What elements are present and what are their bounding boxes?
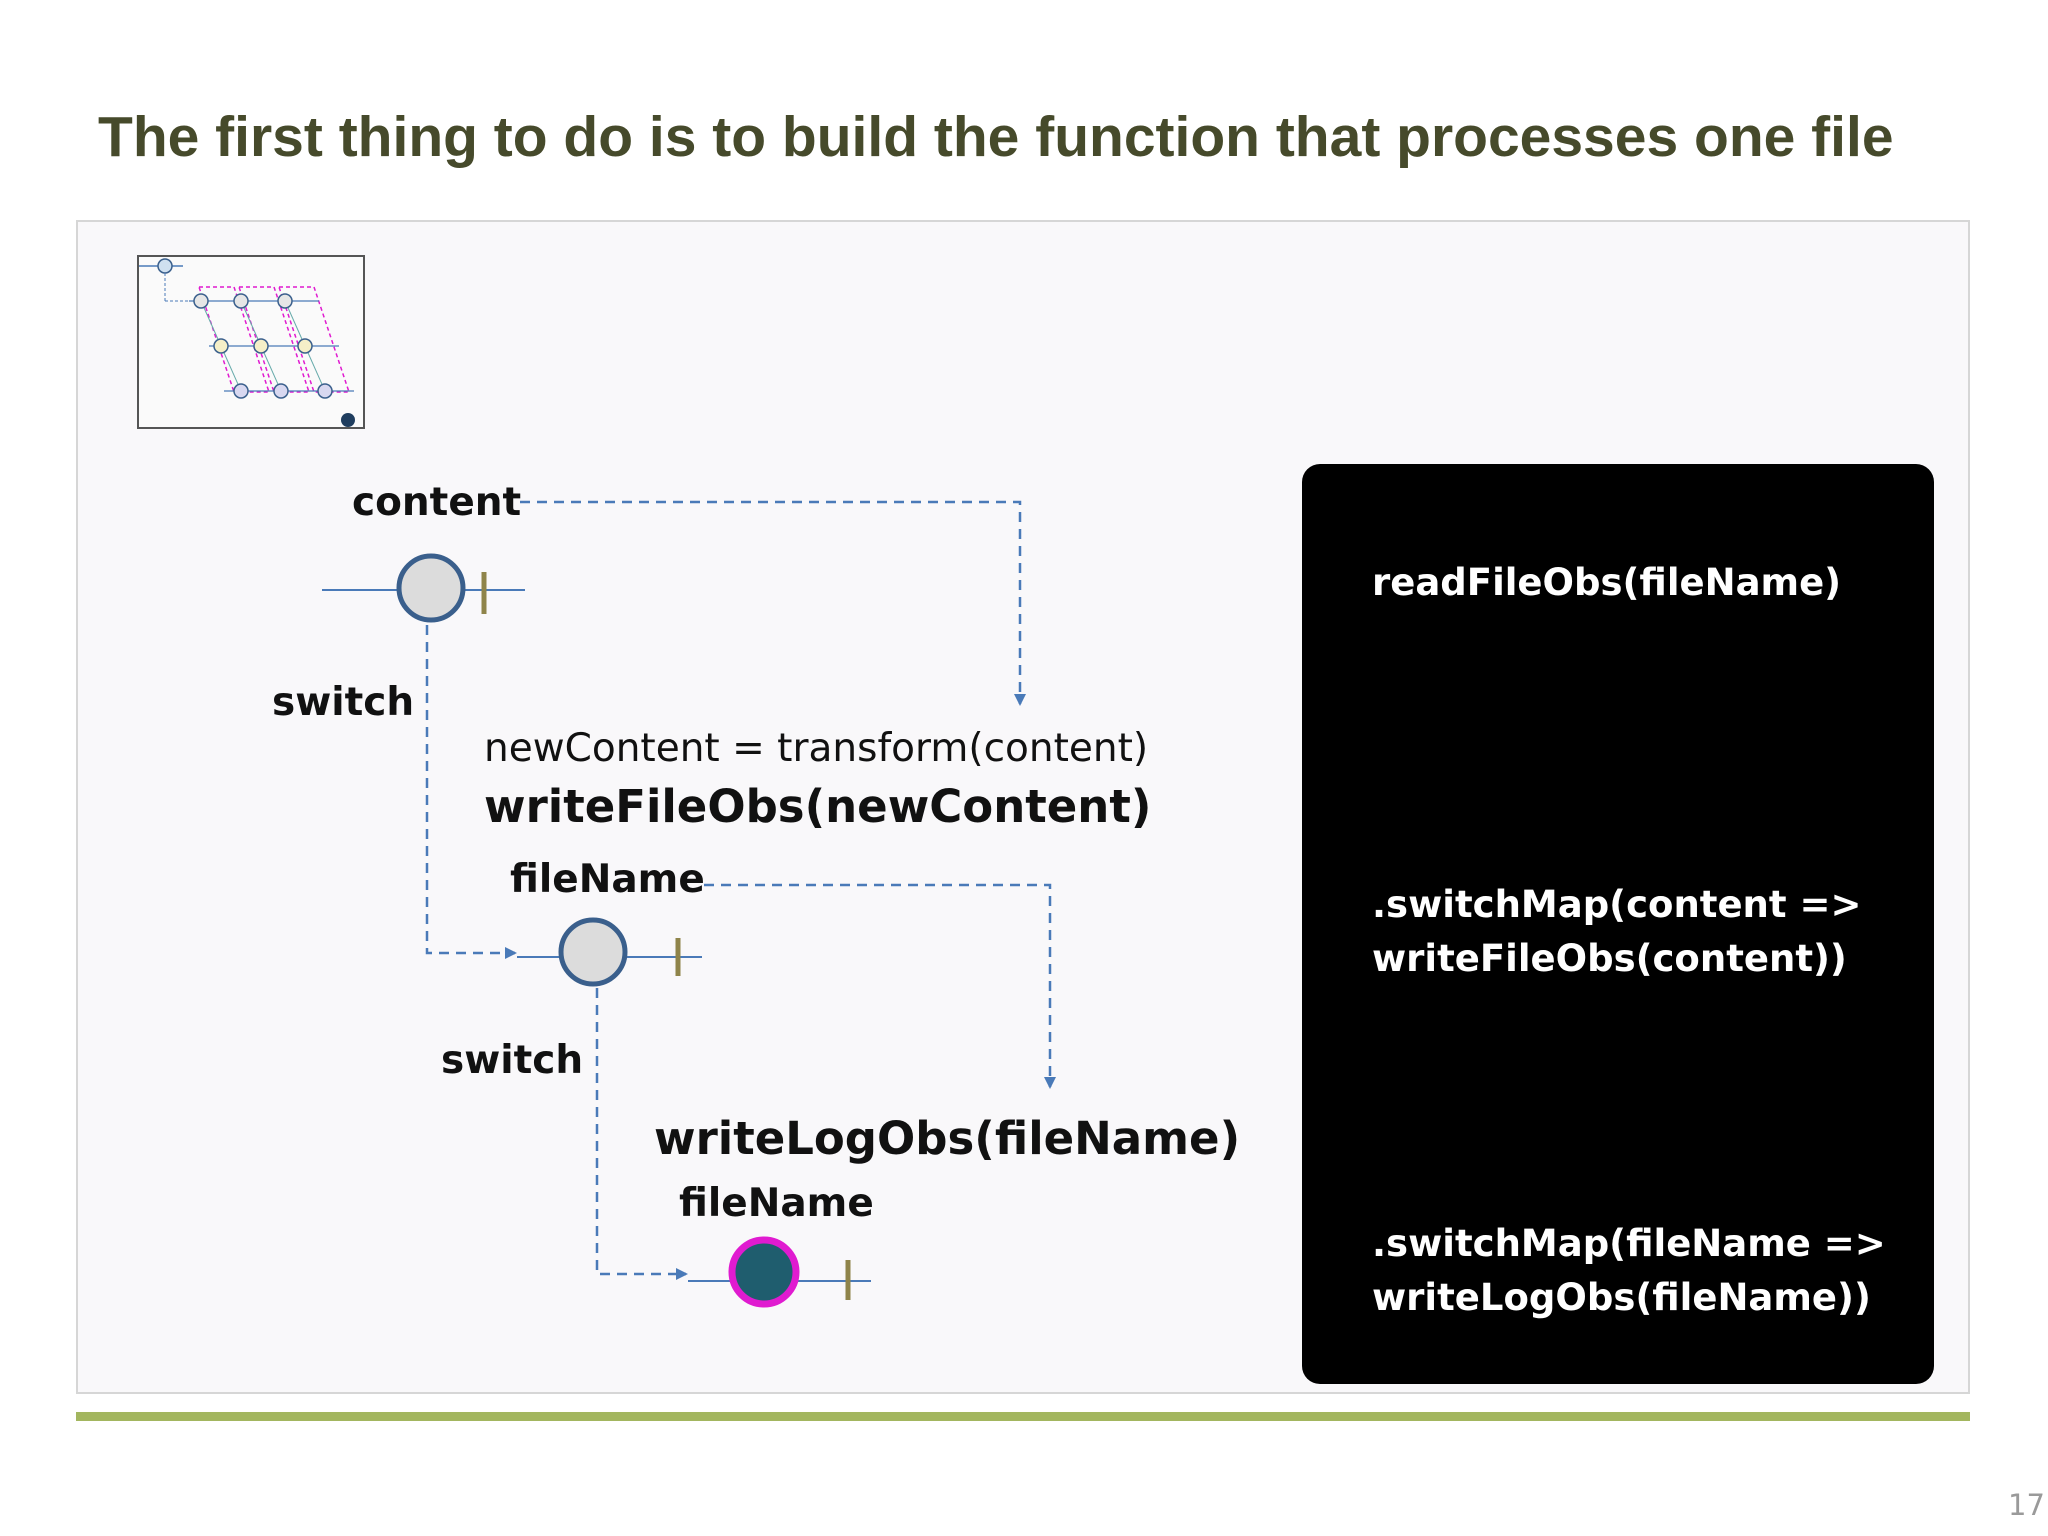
code-line-write-log: writeLogObs(fileName)) xyxy=(1372,1276,1871,1319)
filename-label: fileName xyxy=(510,857,705,902)
final-filename-label: fileName xyxy=(679,1181,874,1226)
content-label: content xyxy=(352,480,522,525)
code-line-read: readFileObs(fileName) xyxy=(1372,561,1842,604)
switch-1-label: switch xyxy=(272,680,415,725)
filename-to-writelog-arrow xyxy=(704,883,1056,1089)
code-line-switchmap-1: .switchMap(content => xyxy=(1372,883,1862,926)
switch-1-arrow xyxy=(425,625,517,959)
content-marble xyxy=(396,553,466,623)
thumbnail-diagram xyxy=(139,258,355,427)
slide-title: The first thing to do is to build the fu… xyxy=(98,105,1894,169)
write-log-label: writeLogObs(fileName) xyxy=(654,1112,1241,1165)
write-file-label: writeFileObs(newContent) xyxy=(484,780,1152,833)
code-line-switchmap-2: .switchMap(fileName => xyxy=(1372,1222,1886,1265)
content-to-transform-arrow xyxy=(520,500,1026,706)
overview-thumbnail xyxy=(137,255,365,429)
switch-2-arrow xyxy=(595,988,688,1280)
transform-label: newContent = transform(content) xyxy=(484,726,1149,771)
filename-marble xyxy=(558,917,628,987)
code-line-write-file: writeFileObs(content)) xyxy=(1372,937,1847,980)
code-panel: readFileObs(fileName) .switchMap(content… xyxy=(1302,464,1934,1384)
page-number: 17 xyxy=(2008,1488,2045,1522)
footer-rule xyxy=(76,1412,1970,1421)
final-marble xyxy=(728,1236,800,1308)
switch-2-label: switch xyxy=(441,1038,584,1083)
